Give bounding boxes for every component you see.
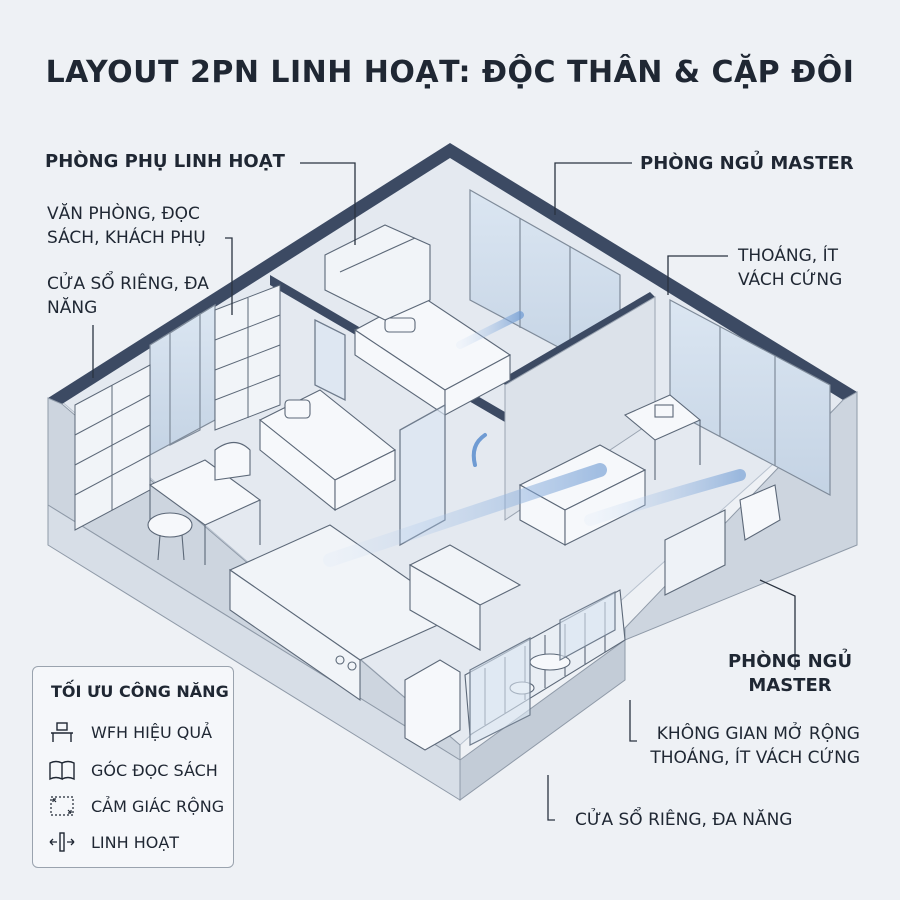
leader-master-right — [759, 579, 796, 670]
callout-flex-room: PHÒNG PHỤ LINH HOẠT — [45, 151, 285, 172]
legend-title: TỐI ƯU CÔNG NĂNG — [51, 682, 229, 701]
legend-item-reading: GÓC ĐỌC SÁCH — [47, 757, 218, 783]
legend-item-spacious: CẢM GIÁC RỘNG — [47, 793, 224, 819]
armchair-master — [739, 484, 781, 541]
callout-bottom-window: CỬA SỔ RIÊNG, ĐA NĂNG — [575, 810, 793, 830]
leader-flex-room-use — [225, 237, 233, 315]
callout-flex-room-window: CỬA SỔ RIÊNG, ĐA NĂNG — [47, 274, 209, 318]
airflow-arrow-3 — [456, 311, 524, 349]
partition-master — [500, 292, 655, 385]
airflow-arrow-4 — [471, 433, 487, 467]
leader-bottom-window — [547, 775, 555, 821]
book-icon — [47, 758, 77, 782]
legend-item-flexible: LINH HOẠT — [47, 829, 179, 855]
bookshelf-middle — [214, 284, 281, 431]
sliding-glass-partition — [314, 318, 446, 547]
callout-master-top: PHÒNG NGỦ MASTER — [640, 153, 854, 174]
expand-icon — [47, 794, 77, 818]
front-slab-right — [459, 639, 626, 801]
kitchen-counter — [228, 524, 462, 702]
sliding-door-icon — [47, 830, 77, 854]
legend-box: TỐI ƯU CÔNG NĂNG WFH HIỆU QUẢ GÓC ĐỌC SÁ… — [32, 666, 234, 868]
callout-flex-room-use: VĂN PHÒNG, ĐỌC SÁCH, KHÁCH PHỤ — [47, 204, 206, 248]
bed-master — [353, 294, 512, 417]
airflow-arrow-1 — [323, 463, 607, 567]
leader-master-top-note — [667, 255, 728, 295]
chair-left — [147, 512, 193, 561]
leader-flex-room — [300, 162, 356, 245]
leader-master-top — [554, 162, 632, 215]
legend-label: CẢM GIÁC RỘNG — [91, 796, 225, 816]
page-title: LAYOUT 2PN LINH HOẠT: ĐỘC THÂN & CẶP ĐÔI — [45, 55, 855, 90]
leader-open-space — [629, 700, 637, 742]
legend-label: GÓC ĐỌC SÁCH — [91, 760, 218, 780]
legend-label: LINH HOẠT — [91, 832, 180, 852]
desk-icon — [47, 720, 77, 744]
chair-left-2 — [214, 441, 251, 481]
airflow-arrow-2 — [584, 469, 746, 526]
tv-master — [664, 509, 726, 596]
outer-wall-left — [48, 143, 450, 404]
callout-open-space: KHÔNG GIAN MỞ RỘNG THOÁNG, ÍT VÁCH CỨNG — [650, 724, 860, 768]
fridge — [404, 659, 461, 751]
outer-wall-right — [450, 143, 857, 400]
wardrobe — [324, 224, 431, 321]
legend-label: WFH HIỆU QUẢ — [91, 722, 213, 742]
callout-master-top-note: THOÁNG, ÍT VÁCH CỨNG — [738, 246, 843, 290]
callout-master-right: PHÒNG NGỦ MASTER — [727, 651, 853, 696]
desk-master — [623, 394, 702, 480]
sofa-flex-room — [258, 389, 397, 512]
glass-door-balcony — [469, 591, 616, 746]
desk-left — [148, 459, 262, 565]
window-master-right — [669, 299, 831, 496]
legend-item-wfh: WFH HIỆU QUẢ — [47, 719, 212, 745]
bookshelf-left — [74, 364, 151, 531]
kitchen-island — [408, 544, 522, 651]
